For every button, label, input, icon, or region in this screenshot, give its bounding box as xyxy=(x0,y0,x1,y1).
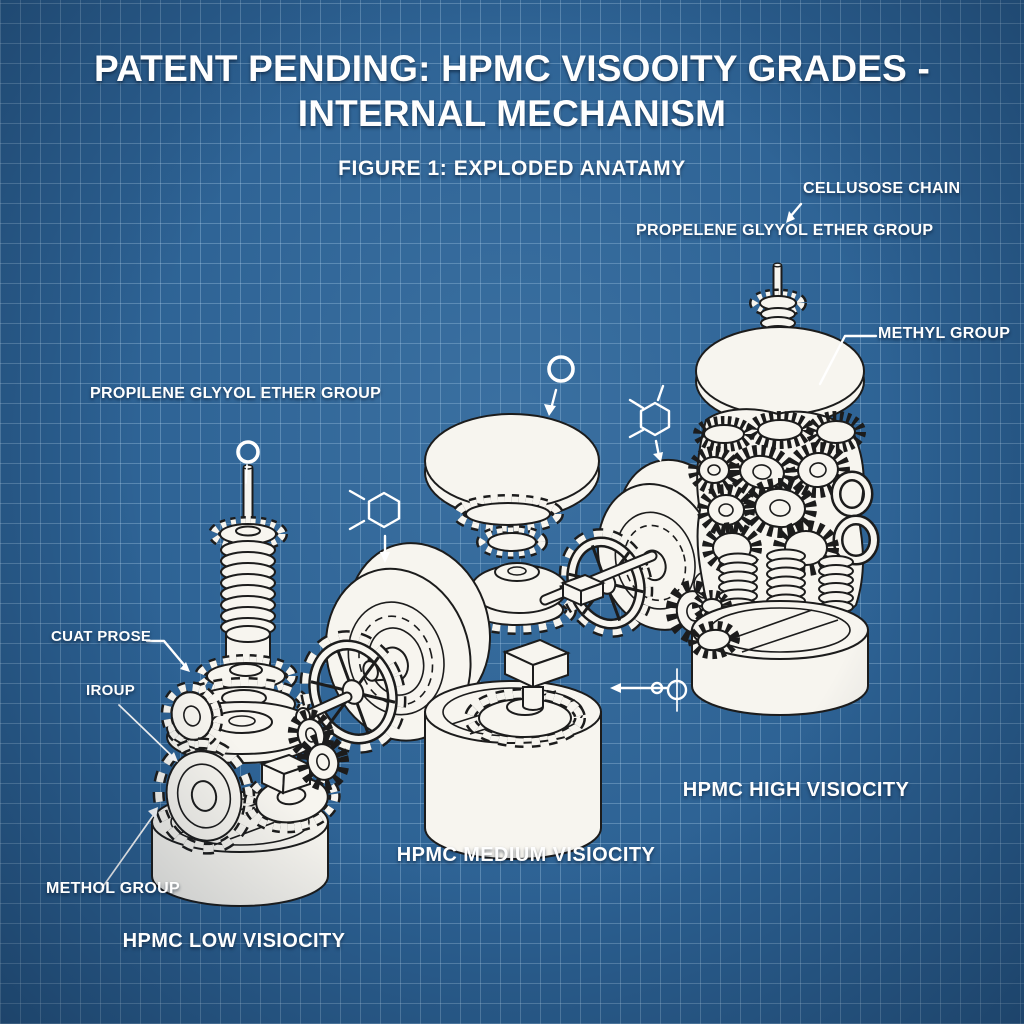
leader-cuat xyxy=(145,639,190,672)
label-cuat-prose: CUAT PROSE xyxy=(51,628,152,645)
title-line-1: PATENT PENDING: HPMC VISOOITY GRADES - xyxy=(93,48,931,89)
ring-symbol-low xyxy=(236,440,260,484)
title-line-2: INTERNAL MECHANISM xyxy=(297,93,727,135)
label-cellusose-chain: CELLUSOSE CHAIN xyxy=(803,180,961,197)
hexagon-symbol-left xyxy=(348,489,401,563)
hexagon-symbol-right xyxy=(628,384,671,462)
spring-coil xyxy=(220,540,276,637)
caption-hpmc-high: HPMC HIGH VISIOCITY xyxy=(682,779,910,801)
center-cube xyxy=(502,638,571,689)
leader-methol xyxy=(101,807,158,889)
label-iroup: IROUP xyxy=(86,682,136,699)
label-methyl-group: METHYL GROUP xyxy=(878,325,1011,342)
annotation-symbols xyxy=(101,202,878,889)
caption-hpmc-medium: HPMC MEDIUM VISIOCITY xyxy=(396,844,656,866)
caption-hpmc-low: HPMC LOW VISIOCITY xyxy=(122,930,346,952)
label-methol-group: METHOL GROUP xyxy=(46,880,180,897)
assembly-low xyxy=(151,464,341,907)
cube-block-low xyxy=(259,753,313,795)
label-propilene-glyyol-ether-group: PROPILENE GLYYOL ETHER GROUP xyxy=(90,385,382,402)
leader-iroup xyxy=(118,704,178,762)
leader-cellusose xyxy=(786,202,803,223)
assembly-medium xyxy=(287,413,755,860)
assembly-high xyxy=(688,262,880,716)
leader-methyl xyxy=(818,334,878,386)
figure-caption: FIGURE 1: EXPLODED ANATAMY xyxy=(338,157,686,180)
gear-cluster xyxy=(688,408,880,628)
bond-arrow-symbol xyxy=(610,668,688,712)
ring-symbol-medium xyxy=(544,355,575,416)
base-drum-high xyxy=(688,600,869,716)
page-title: PATENT PENDING: HPMC VISOOITY GRADES - I… xyxy=(94,46,930,136)
label-propelene-glyyol-ether-group: PROPELENE GLYYOL ETHER GROUP xyxy=(636,222,934,239)
axle-cube xyxy=(560,573,606,607)
